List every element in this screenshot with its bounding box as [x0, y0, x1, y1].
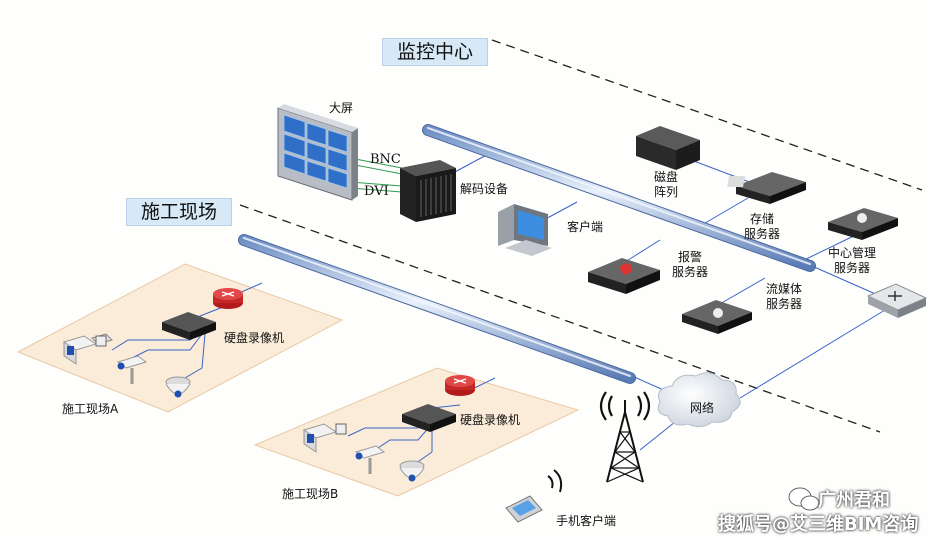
router-icon — [445, 375, 475, 396]
streaming-server-label: 流媒体服务器 — [766, 282, 803, 311]
mobile-client-label: 手机客户端 — [556, 514, 617, 528]
watermark-account: 广州君和 — [818, 490, 890, 511]
disk-array-icon — [636, 126, 700, 170]
video-wall-icon — [277, 104, 358, 201]
decoder-label: 解码设备 — [460, 182, 509, 196]
watermark-source: 搜狐号@艾三维BIM咨询 — [718, 514, 919, 535]
site-b-area — [253, 367, 580, 497]
site-tag: 施工现场 — [126, 198, 233, 226]
disk-array-label: 磁盘阵列 — [654, 170, 679, 199]
site-b-label: 施工现场B — [282, 487, 339, 501]
client-label: 客户端 — [567, 220, 604, 234]
decoder-device-icon — [400, 160, 456, 222]
bullet-camera-icon — [354, 445, 386, 474]
monitor-center-tag: 监控中心 — [382, 38, 489, 66]
dvi-label: DVI — [364, 184, 389, 199]
wechat-icon — [788, 487, 820, 511]
bullet-camera-icon — [116, 355, 148, 384]
center-management-server-icon — [828, 208, 898, 240]
center-management-server-label: 中心管理服务器 — [828, 246, 877, 275]
alarm-server-icon — [588, 258, 660, 294]
site-a-area — [16, 263, 344, 413]
alarm-server-label: 报警服务器 — [672, 250, 709, 279]
network-cloud-icon — [657, 372, 741, 428]
network-links — [111, 151, 886, 467]
box-camera-icon — [62, 333, 113, 365]
dvr-a-label: 硬盘录像机 — [224, 331, 285, 345]
storage-server-label: 存储服务器 — [744, 212, 781, 241]
network-switch-icon — [866, 283, 928, 318]
site-a-label: 施工现场A — [62, 402, 119, 416]
center-backbone-pipe — [422, 124, 816, 272]
network-label: 网络 — [690, 401, 715, 415]
dvr-icon — [162, 312, 216, 340]
dvr-b-label: 硬盘录像机 — [460, 413, 521, 427]
dome-camera-icon — [165, 376, 191, 398]
big-screen-label: 大屏 — [329, 101, 354, 115]
client-pc-icon — [498, 204, 552, 256]
bnc-label: BNC — [370, 152, 401, 167]
box-camera-icon — [302, 423, 347, 453]
site-backbone-pipe — [238, 234, 636, 384]
zone-boundaries — [239, 39, 923, 433]
transmission-tower-icon — [599, 391, 651, 483]
dome-camera-icon — [399, 460, 425, 482]
video-cables — [349, 157, 403, 193]
dvr-icon — [402, 404, 456, 432]
storage-server-icon — [727, 172, 806, 204]
streaming-server-icon — [682, 300, 752, 334]
router-icon — [213, 288, 243, 309]
mobile-phone-icon — [505, 469, 563, 523]
